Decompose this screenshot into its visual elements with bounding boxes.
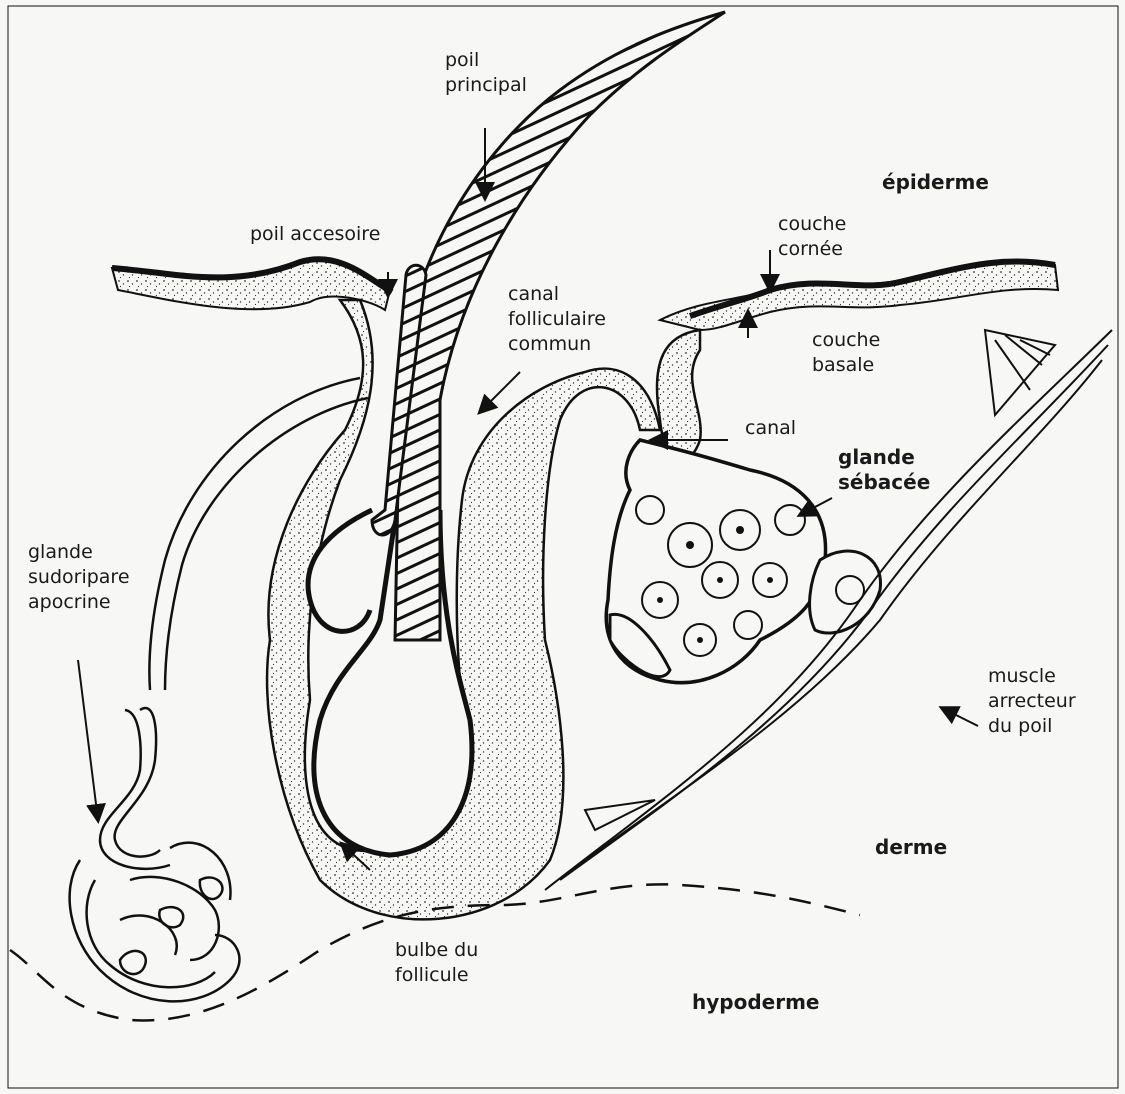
label-glande-sudoripare: glande sudoripare apocrine bbox=[28, 540, 130, 615]
frame-border bbox=[8, 6, 1118, 1088]
label-couche-cornee: couche cornée bbox=[778, 212, 846, 262]
label-muscle: muscle arrecteur du poil bbox=[988, 664, 1076, 739]
label-canal-folliculaire: canal folliculaire commun bbox=[508, 282, 606, 357]
label-hypoderme: hypoderme bbox=[692, 990, 819, 1015]
label-epiderme: épiderme bbox=[882, 170, 989, 195]
label-poil-principal: poil principal bbox=[445, 48, 527, 98]
label-canal: canal bbox=[745, 416, 796, 441]
label-glande-sebacee: glande sébacée bbox=[838, 445, 930, 495]
label-derme: derme bbox=[875, 835, 947, 860]
label-bulbe: bulbe du follicule bbox=[395, 938, 478, 988]
label-couche-basale: couche basale bbox=[812, 328, 880, 378]
epidermis-right bbox=[660, 261, 1058, 330]
label-poil-accesoire: poil accesoire bbox=[250, 222, 380, 247]
